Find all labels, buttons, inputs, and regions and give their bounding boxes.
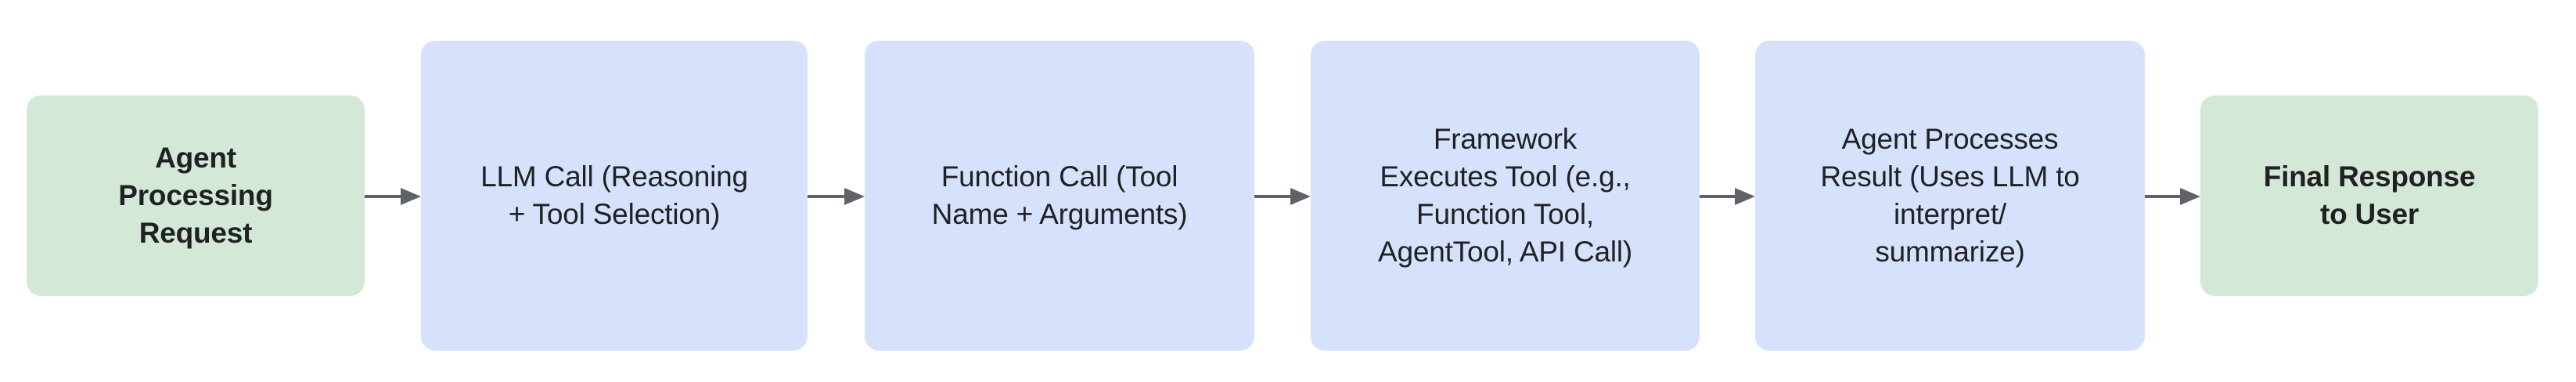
node-label: Framework Executes Tool (e.g., Function … — [1377, 122, 1633, 268]
arrow-right-icon — [1254, 186, 1311, 207]
node-label: Agent Processes Result (Uses LLM to inte… — [1820, 122, 2080, 268]
node-agent-processes-result[interactable]: Agent Processes Result (Uses LLM to inte… — [1755, 41, 2145, 351]
node-label: Final Response to User — [2263, 160, 2476, 230]
node-llm-call[interactable]: LLM Call (Reasoning + Tool Selection) — [421, 41, 808, 351]
node-label: Function Call (Tool Name + Arguments) — [931, 160, 1188, 230]
node-label: LLM Call (Reasoning + Tool Selection) — [480, 160, 748, 230]
arrow-right-icon — [1700, 186, 1755, 207]
arrow-right-icon — [365, 186, 421, 207]
node-agent-processing-request[interactable]: Agent Processing Request — [27, 96, 365, 296]
node-label: Agent Processing Request — [118, 141, 273, 250]
node-final-response-to-user[interactable]: Final Response to User — [2200, 96, 2538, 296]
node-framework-executes-tool[interactable]: Framework Executes Tool (e.g., Function … — [1311, 41, 1700, 351]
arrow-right-icon — [808, 186, 865, 207]
node-function-call[interactable]: Function Call (Tool Name + Arguments) — [865, 41, 1254, 351]
arrow-right-icon — [2145, 186, 2200, 207]
